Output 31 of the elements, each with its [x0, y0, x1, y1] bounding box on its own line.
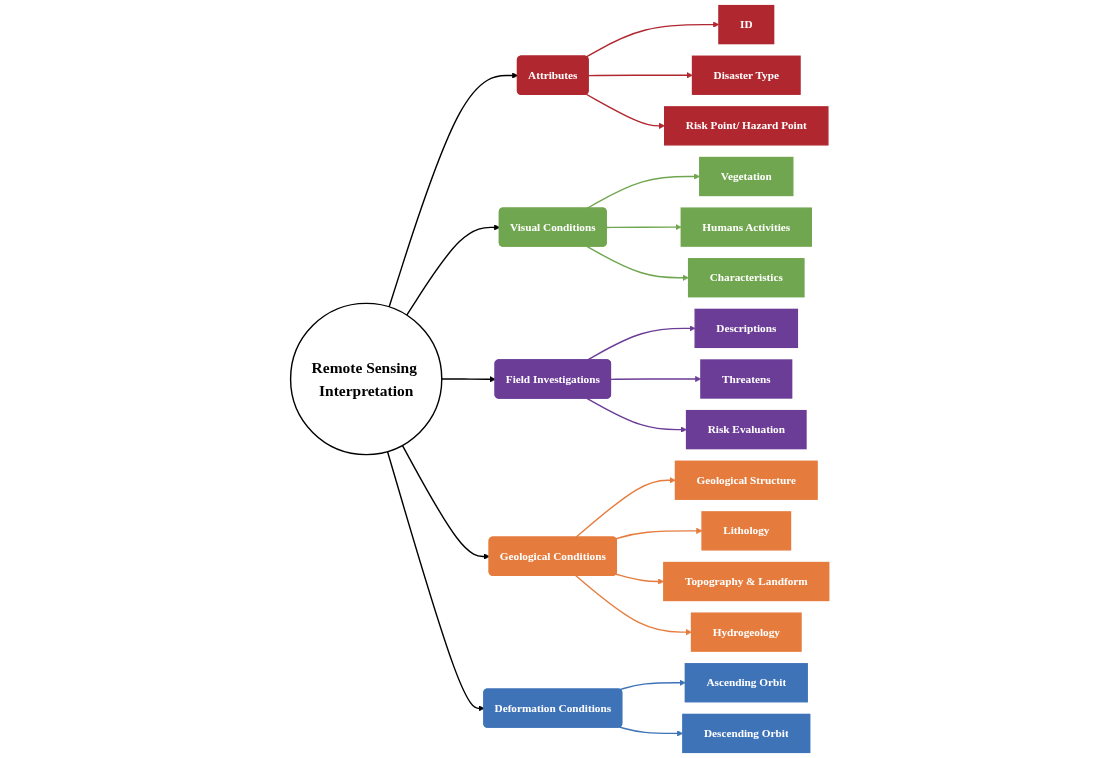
- node-box: Humans Activities: [680, 207, 812, 247]
- arrow: [586, 325, 696, 362]
- node-box: Descriptions: [694, 308, 798, 349]
- arrow: [605, 224, 682, 231]
- arrow: [574, 477, 676, 539]
- node-box: Hydrogeology: [690, 612, 802, 652]
- arrow: [618, 679, 686, 691]
- node-box: Disaster Type: [691, 55, 801, 95]
- node-box: Risk Point/ Hazard Point: [663, 106, 829, 146]
- node-box: Threatens: [700, 359, 793, 399]
- node-box: Geological Structure: [674, 460, 818, 500]
- arrow: [586, 173, 700, 210]
- node-box: Risk Evaluation: [685, 409, 807, 450]
- arrow: [388, 72, 518, 308]
- node-box: Lithology: [701, 511, 792, 551]
- node-box: Ascending Orbit: [684, 663, 808, 703]
- node-box: Vegetation: [698, 156, 794, 197]
- arrow: [574, 574, 692, 636]
- arrow: [585, 93, 665, 129]
- arrow: [405, 224, 500, 316]
- arrow: [618, 726, 683, 737]
- node-box: Topography & Landform: [662, 561, 830, 602]
- node-box: Descending Orbit: [681, 713, 811, 754]
- arrow: [401, 444, 490, 560]
- arrow: [615, 573, 664, 585]
- node-circle: Remote Sensing Interpretation: [289, 302, 443, 456]
- node-box: ID: [718, 4, 775, 45]
- arrow: [586, 397, 687, 433]
- node-box: Characteristics: [687, 258, 805, 298]
- arrow: [587, 72, 693, 79]
- arrow: [586, 245, 689, 281]
